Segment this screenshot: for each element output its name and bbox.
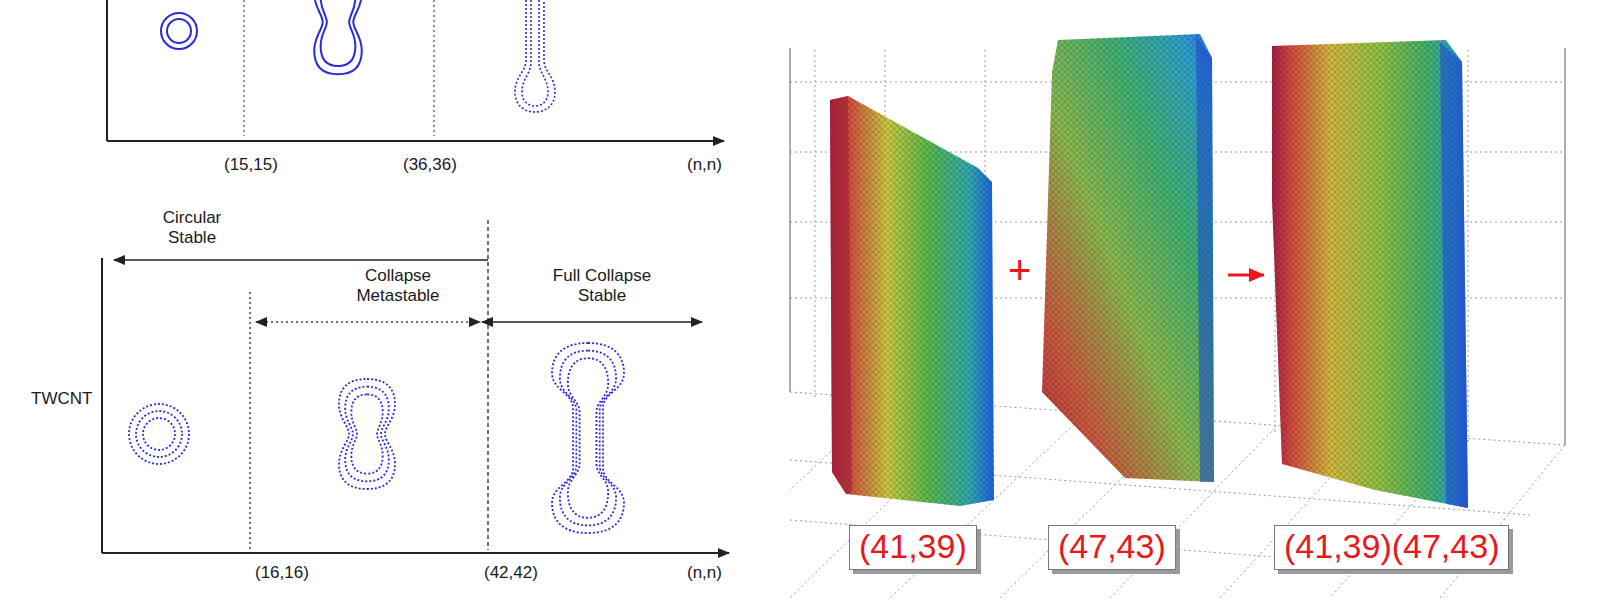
axis-tick: (16,16): [255, 563, 309, 583]
axis-line: [789, 48, 790, 392]
nanotube-slab: [830, 96, 994, 506]
axis-label: (n,n): [687, 155, 722, 175]
upper-chart: [107, 0, 724, 141]
axis-tick: (36,36): [403, 155, 457, 175]
merge-arrow: [1228, 274, 1264, 277]
box-label: (41,39)(47,43): [1284, 527, 1499, 566]
region-label: Collapse Metastable: [343, 266, 453, 307]
box-label: (41,39): [859, 527, 967, 566]
axis-tick: (42,42): [484, 563, 538, 583]
region-label: Circular Stable: [142, 208, 242, 249]
plus-sign: +: [1008, 246, 1031, 294]
label-box: (47,43): [1048, 525, 1176, 570]
axis-line: [1564, 48, 1565, 445]
nanotube-slab: [1042, 34, 1214, 482]
label-box: (41,39): [849, 525, 977, 570]
region-label: Full Collapse Stable: [537, 266, 667, 307]
label-box: (41,39)(47,43): [1274, 525, 1509, 570]
row-label: TWCNT: [31, 389, 92, 409]
axis-tick: (15,15): [224, 155, 278, 175]
nanotube-slab: [1272, 40, 1468, 508]
axis-label: (n,n): [687, 563, 722, 583]
box-label: (47,43): [1058, 527, 1166, 566]
twcnt-chart: [102, 220, 729, 553]
